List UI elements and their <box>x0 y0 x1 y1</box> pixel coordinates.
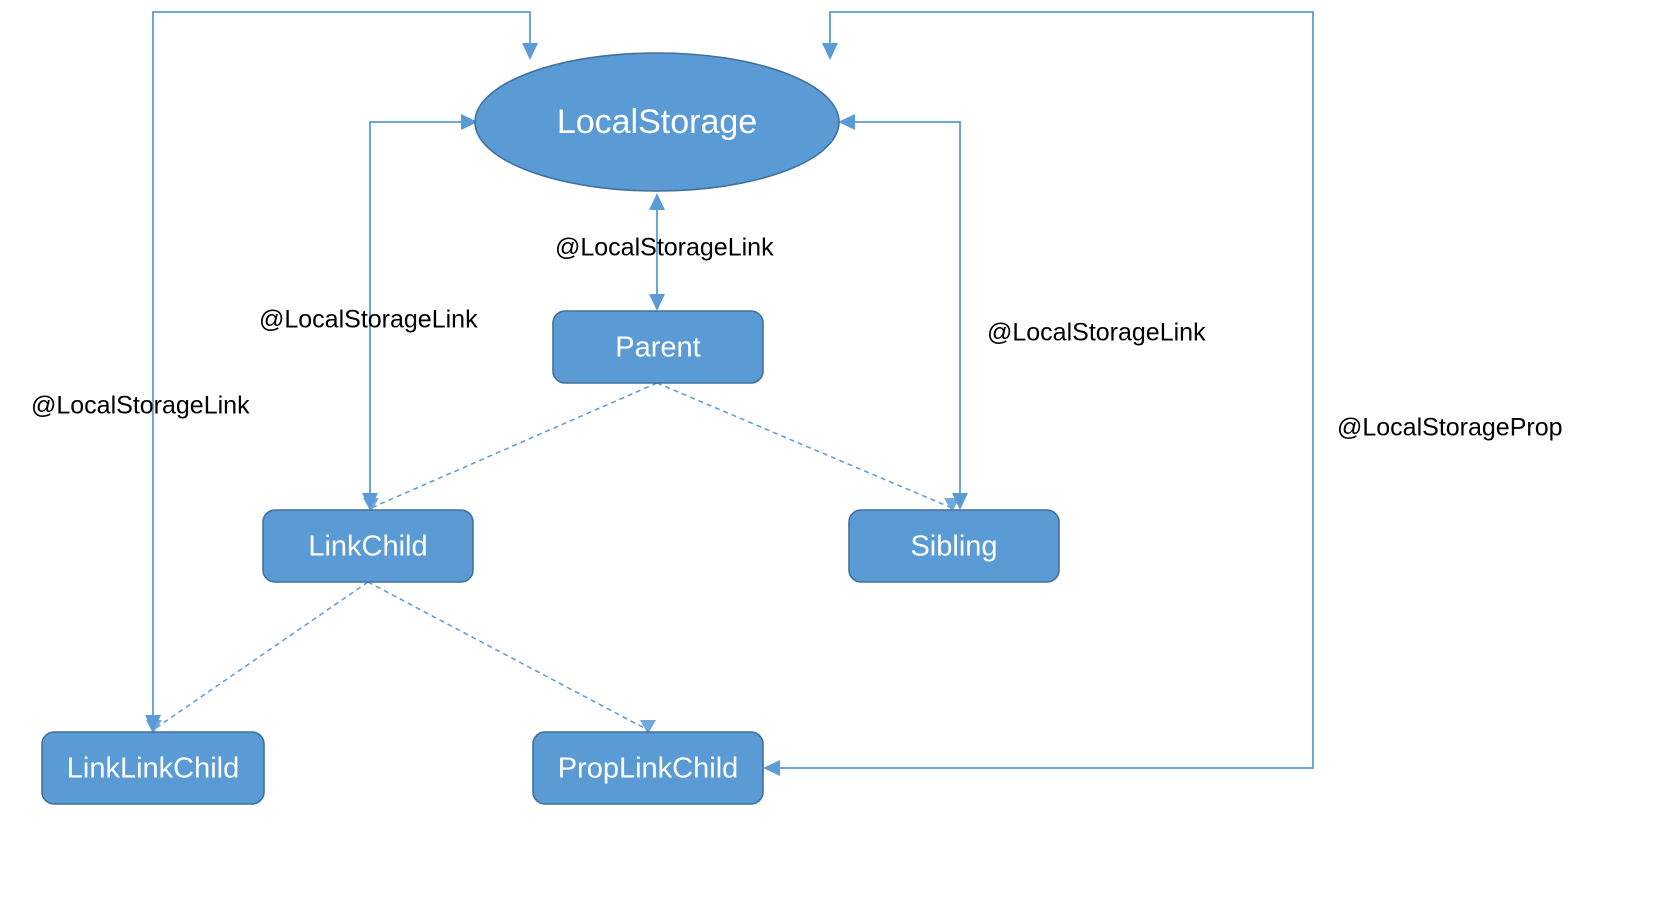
edge-label-linkchild-link: @LocalStorageLink <box>259 306 478 334</box>
node-linklinkchild[interactable]: LinkLinkChild <box>41 731 265 805</box>
node-sibling-label: Sibling <box>910 531 997 563</box>
edge-linklinkchild-localstorage <box>145 11 538 732</box>
edge-label-linklinkchild-link: @LocalStorageLink <box>31 392 250 420</box>
node-linklinkchild-label: LinkLinkChild <box>67 753 240 785</box>
node-proplinkchild-label: PropLinkChild <box>558 753 739 785</box>
edge-localstorage-parent <box>649 193 665 311</box>
node-localstorage-label: LocalStorage <box>557 103 757 141</box>
edge-linkchild-localstorage <box>362 114 478 510</box>
node-parent[interactable]: Parent <box>552 310 764 384</box>
node-parent-label: Parent <box>615 332 700 364</box>
edge-label-parent-link: @LocalStorageLink <box>555 234 774 262</box>
edge-proplinkchild-localstorage <box>763 11 1314 776</box>
node-linkchild[interactable]: LinkChild <box>262 509 474 583</box>
node-linkchild-label: LinkChild <box>308 531 427 563</box>
edge-sibling-localstorage <box>838 114 968 510</box>
edge-label-proplinkchild-prop: @LocalStorageProp <box>1337 414 1563 442</box>
edge-parent-sibling <box>656 382 960 512</box>
edge-parent-linkchild <box>363 382 658 512</box>
edge-linkchild-proplinkchild <box>367 581 656 734</box>
node-proplinkchild[interactable]: PropLinkChild <box>532 731 764 805</box>
edge-linkchild-linklinkchild <box>146 581 369 734</box>
edge-label-sibling-link: @LocalStorageLink <box>987 319 1206 347</box>
node-sibling[interactable]: Sibling <box>848 509 1060 583</box>
node-localstorage[interactable]: LocalStorage <box>474 52 840 192</box>
